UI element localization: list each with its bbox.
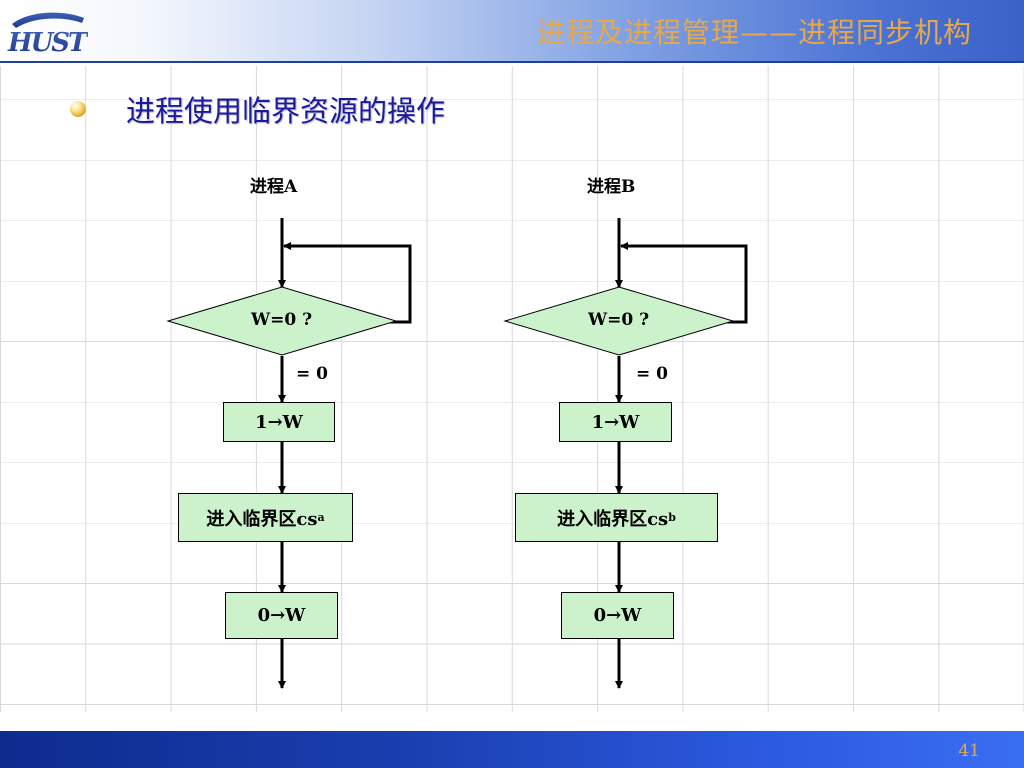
process-b-decision-label: W=0 ?: [588, 310, 650, 330]
process-a-critical-section-subscript: a: [317, 511, 325, 524]
page-number: 41: [958, 741, 980, 761]
process-a-set-w-label: 1→W: [255, 411, 303, 433]
process-a-critical-section-label: 进入临界区cs: [206, 508, 318, 530]
process-a-title: 进程A: [250, 177, 298, 197]
process-b-reset-w-label: 0→W: [593, 605, 642, 626]
slide-header: [0, 0, 1024, 62]
slide-title: 进程及进程管理——进程同步机构: [536, 16, 972, 49]
slide-footer: [0, 731, 1024, 768]
process-a-decision-shape: [166, 286, 398, 356]
university-logo: HUST: [7, 12, 88, 58]
process-a-decision-label: W=0 ?: [251, 310, 313, 330]
bullet-icon: [70, 101, 86, 117]
process-a-branch-label: = 0: [296, 364, 328, 384]
process-b-branch-label: = 0: [636, 364, 668, 384]
process-b-connectors: [615, 218, 748, 689]
section-heading: 进程使用临界资源的操作: [126, 94, 446, 128]
process-a-reset-w-box: 0→W: [225, 592, 338, 639]
process-a-connectors: [278, 218, 412, 689]
process-b-decision-shape: [503, 286, 735, 356]
svg-text:HUST: HUST: [7, 28, 88, 58]
process-b-reset-w-box: 0→W: [561, 592, 674, 639]
header-divider: [0, 61, 1024, 63]
process-a-set-w-box: 1→W: [223, 402, 335, 442]
process-b-critical-section-subscript: b: [668, 511, 676, 524]
process-b-critical-section-label: 进入临界区cs: [557, 508, 669, 530]
background-grid: [0, 66, 1024, 712]
process-b-set-w-label: 1→W: [591, 411, 640, 433]
process-a-reset-w-label: 0→W: [257, 605, 306, 626]
process-b-title: 进程B: [587, 177, 636, 197]
process-b-set-w-box: 1→W: [559, 402, 672, 442]
